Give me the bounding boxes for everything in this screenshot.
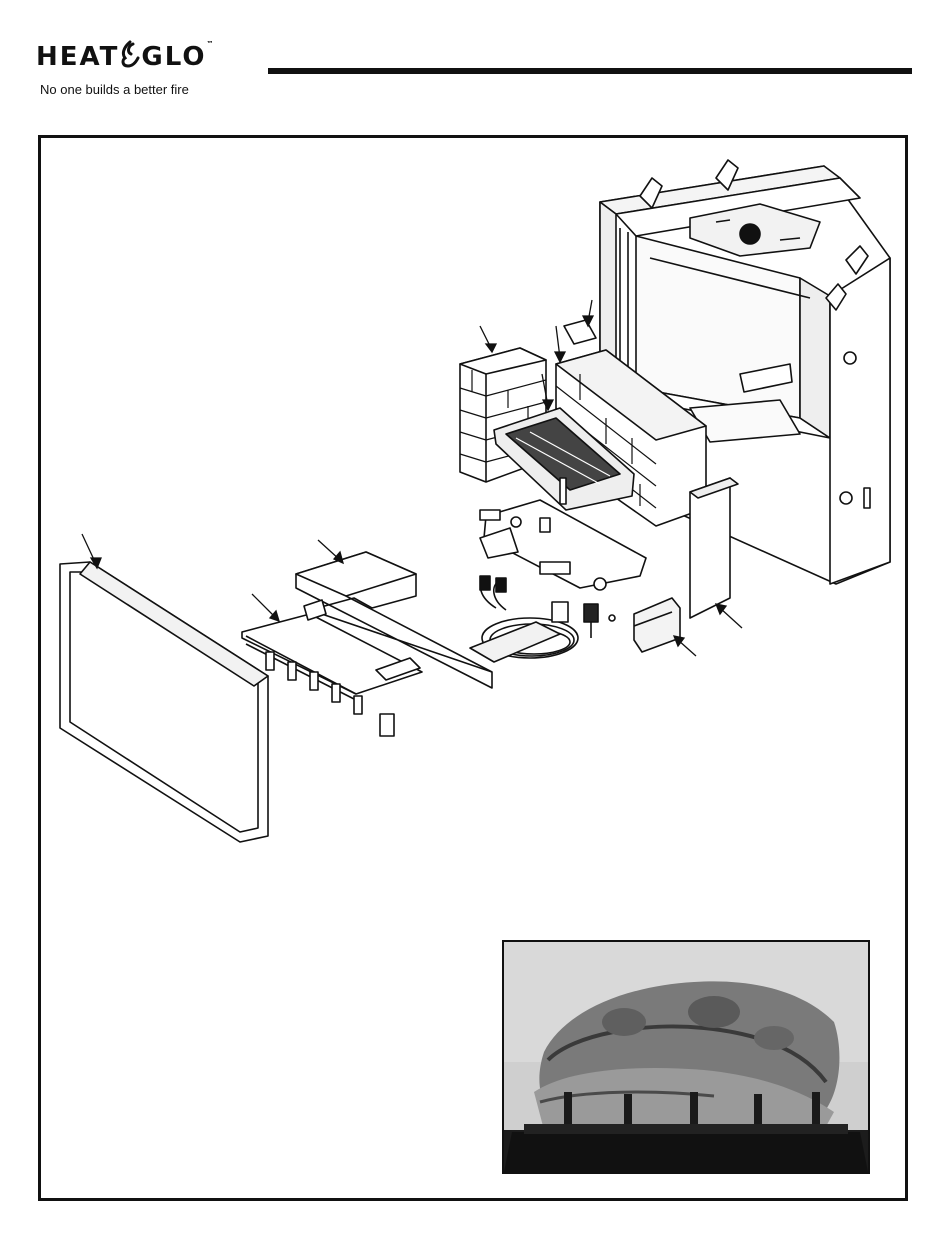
tagline: No one builds a better fire <box>40 82 189 97</box>
log-grate <box>242 600 422 736</box>
firebox-body <box>600 160 890 584</box>
receiver-part <box>584 604 598 622</box>
side-panel-right <box>690 478 738 618</box>
small-bracket <box>564 320 596 344</box>
trademark: ™ <box>206 40 215 48</box>
exploded-parts-diagram <box>40 138 906 898</box>
brand-left: HEAT <box>36 42 119 72</box>
glass-door <box>60 562 268 842</box>
flame-ampersand-icon <box>119 40 141 66</box>
brand-wordmark: HEAT GLO™ <box>36 40 215 72</box>
header-rule <box>268 68 912 74</box>
switch-part <box>552 602 568 622</box>
log-set-image <box>504 942 868 1172</box>
valve-tray <box>480 500 646 590</box>
brand-right: GLO <box>141 42 206 72</box>
control-module <box>634 598 680 652</box>
log-set-photo <box>502 940 870 1174</box>
brand-logo: HEAT GLO™ No one builds a better fire <box>36 40 256 100</box>
